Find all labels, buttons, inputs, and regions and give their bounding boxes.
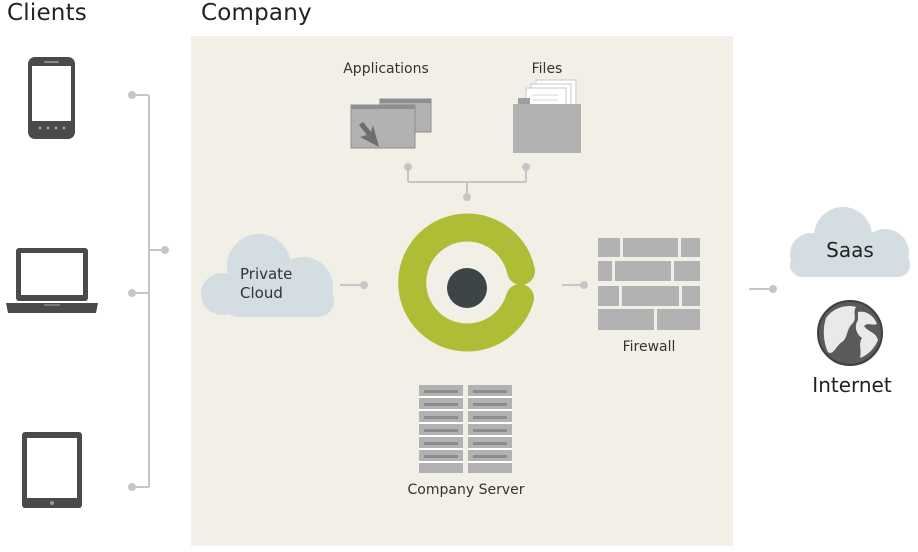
external-connector	[749, 285, 777, 293]
smartphone-icon	[28, 57, 75, 139]
company-heading: Company	[201, 0, 312, 26]
hub-logo-icon	[398, 213, 535, 352]
resources-connector	[404, 163, 530, 201]
clients-heading: Clients	[7, 0, 87, 26]
applications-icon	[350, 98, 432, 149]
firewall-label: Firewall	[622, 339, 676, 355]
private-cloud-label-line2: Cloud	[240, 284, 283, 302]
cloud-hub-connector	[340, 281, 368, 289]
files-label: Files	[531, 61, 563, 77]
files-icon	[513, 79, 581, 153]
firewall-icon	[598, 238, 700, 330]
private-cloud-label-line1: Private	[240, 265, 293, 283]
applications-label: Applications	[343, 61, 429, 77]
tablet-icon	[22, 432, 82, 508]
clients-connector	[128, 91, 169, 491]
company-server-label: Company Server	[407, 482, 525, 498]
server-icon	[419, 385, 512, 473]
saas-label: Saas	[826, 238, 874, 262]
globe-icon	[817, 300, 883, 366]
hub-firewall-connector	[562, 281, 588, 289]
internet-label: Internet	[812, 373, 892, 397]
laptop-icon	[6, 248, 98, 313]
private-cloud-icon	[201, 234, 334, 317]
saas-cloud-icon	[790, 207, 910, 277]
